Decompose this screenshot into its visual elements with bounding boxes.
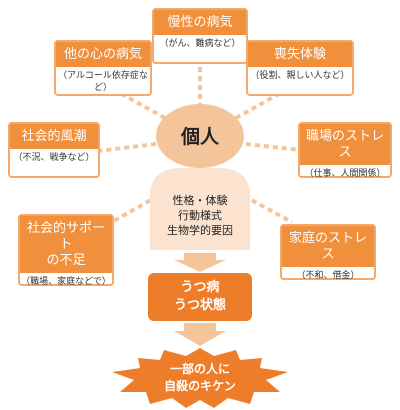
factor-workplace: 職場のストレス （仕事、人間関係） bbox=[298, 122, 392, 179]
factor-title: 他の心の病気 bbox=[56, 42, 150, 67]
factor-title: 喪失体験 bbox=[248, 42, 352, 67]
factor-chronic: 慢性の病気 （がん、難病など） bbox=[152, 8, 248, 64]
connector-family bbox=[243, 194, 293, 224]
arrow-to-depression bbox=[174, 253, 226, 272]
factor-family: 家庭のストレス （不和、借金） bbox=[280, 224, 376, 281]
factor-sub: （アルコール依存症など） bbox=[58, 71, 148, 93]
factor-sub: （不和、借金） bbox=[296, 271, 360, 281]
factor-title: 家庭のストレス bbox=[282, 226, 374, 267]
person-head bbox=[156, 104, 244, 168]
factor-title: 社会的風潮 bbox=[10, 124, 98, 149]
factor-sub: （不況、戦争など） bbox=[13, 153, 95, 163]
factor-title: 社会的サポート の不足 bbox=[20, 216, 112, 273]
factor-sub: （職場、家庭などで） bbox=[21, 277, 111, 287]
center-title: 個人 bbox=[180, 126, 219, 148]
connectors bbox=[97, 62, 301, 224]
suicide-risk-label: 一部の人に 自殺のキケン bbox=[164, 362, 236, 393]
factor-title: 慢性の病気 bbox=[154, 10, 246, 35]
center-body: 性格・体験 行動様式 生物学的要因 bbox=[167, 194, 233, 237]
connector-social-trend bbox=[97, 142, 157, 153]
factor-title: 職場のストレス bbox=[300, 124, 390, 165]
arrow-to-risk bbox=[174, 323, 226, 346]
factor-sub: （仕事、人間関係） bbox=[304, 169, 386, 179]
depression-box: うつ病 うつ状態 bbox=[148, 273, 252, 321]
factor-loss: 喪失体験 （役割、親しい人など） bbox=[246, 40, 354, 96]
factor-support: 社会的サポート の不足 （職場、家庭などで） bbox=[18, 214, 114, 287]
risk-burst bbox=[112, 348, 288, 408]
connector-workplace bbox=[245, 142, 301, 152]
factor-social-trend: 社会的風潮 （不況、戦争など） bbox=[8, 122, 100, 178]
factor-sub: （がん、難病など） bbox=[159, 39, 241, 49]
factor-other-mental: 他の心の病気 （アルコール依存症など） bbox=[54, 40, 152, 96]
factor-sub: （役割、親しい人など） bbox=[250, 71, 350, 81]
person-body bbox=[150, 168, 250, 250]
